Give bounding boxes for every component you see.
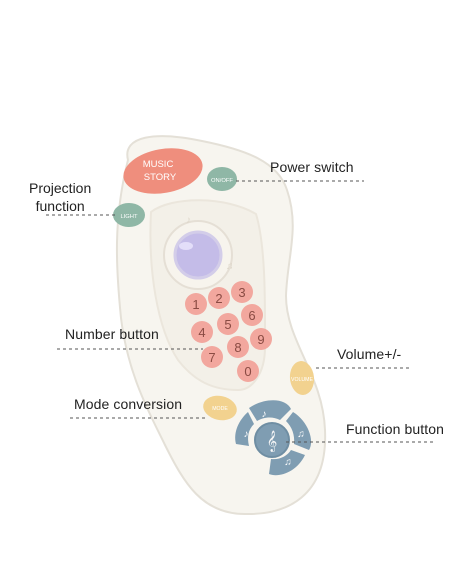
music-note-icon: ♪ (244, 429, 249, 440)
projection-lens (173, 230, 223, 280)
music-note-icon: ♪ (262, 409, 267, 420)
annotation-lines (46, 180, 436, 443)
projection-function-label: Projection function (29, 179, 91, 215)
number-key-7[interactable]: 7 (201, 346, 223, 368)
mode-conversion-button[interactable]: MODE (201, 393, 239, 424)
mode-conversion-label: Mode conversion (74, 396, 183, 412)
number-key-8[interactable]: 8 (227, 336, 249, 358)
function-button-label: Function button (346, 421, 445, 437)
volume-label: Volume+/- (337, 346, 402, 362)
number-key-9[interactable]: 9 (250, 328, 272, 350)
number-key-label: 5 (224, 317, 231, 332)
number-keypad: 1 2 3 4 5 6 7 8 9 0 (185, 281, 272, 382)
number-key-3[interactable]: 3 (231, 281, 253, 303)
music-eighth-icon: ♫ (284, 457, 292, 468)
number-key-2[interactable]: 2 (208, 287, 230, 309)
music-note-icon: ♪ (186, 215, 191, 226)
number-key-label: 0 (244, 364, 251, 379)
projection-button-text: LIGHT (120, 214, 138, 220)
function-button-right[interactable] (286, 412, 312, 450)
function-button-top[interactable] (249, 400, 291, 421)
power-button-text: ON/OFF (211, 178, 233, 184)
music-story-button[interactable]: MUSIC STORY (120, 142, 206, 199)
number-key-label: 2 (215, 291, 222, 306)
number-key-1[interactable]: 1 (185, 293, 207, 315)
volume-button-text: VOLUME (291, 377, 313, 383)
number-key-label: 9 (257, 332, 264, 347)
music-eighth-icon: ♫ (226, 261, 234, 272)
number-key-label: 1 (192, 297, 199, 312)
projection-label-line-1: Projection (29, 180, 92, 196)
music-story-line-2: STORY (144, 172, 177, 183)
music-eighth-icon: ♫ (297, 429, 305, 440)
number-key-0[interactable]: 0 (237, 360, 259, 382)
function-button-center[interactable] (254, 422, 290, 458)
projection-function-button[interactable]: LIGHT (113, 203, 145, 227)
number-key-label: 4 (198, 325, 205, 340)
number-key-5[interactable]: 5 (217, 313, 239, 335)
number-key-label: 3 (238, 285, 245, 300)
number-button-label: Number button (65, 326, 159, 342)
number-key-label: 6 (248, 308, 255, 323)
volume-button[interactable]: VOLUME (288, 360, 315, 396)
power-switch-button[interactable]: ON/OFF (207, 167, 237, 191)
function-button-cluster: 𝄞 ♪ ♫ ♫ ♪ (235, 400, 312, 476)
power-switch-label: Power switch (270, 159, 354, 175)
function-button-bottom[interactable] (269, 450, 305, 476)
treble-clef-icon: 𝄞 (267, 431, 278, 452)
function-button-left[interactable] (235, 412, 254, 446)
lens-highlight (179, 242, 193, 250)
music-story-line-1: MUSIC (143, 159, 174, 170)
number-key-label: 8 (234, 340, 241, 355)
number-key-6[interactable]: 6 (241, 304, 263, 326)
projection-label-line-2: function (35, 198, 85, 214)
number-key-4[interactable]: 4 (191, 321, 213, 343)
mode-button-text: MODE (212, 406, 228, 412)
number-key-label: 7 (208, 350, 215, 365)
